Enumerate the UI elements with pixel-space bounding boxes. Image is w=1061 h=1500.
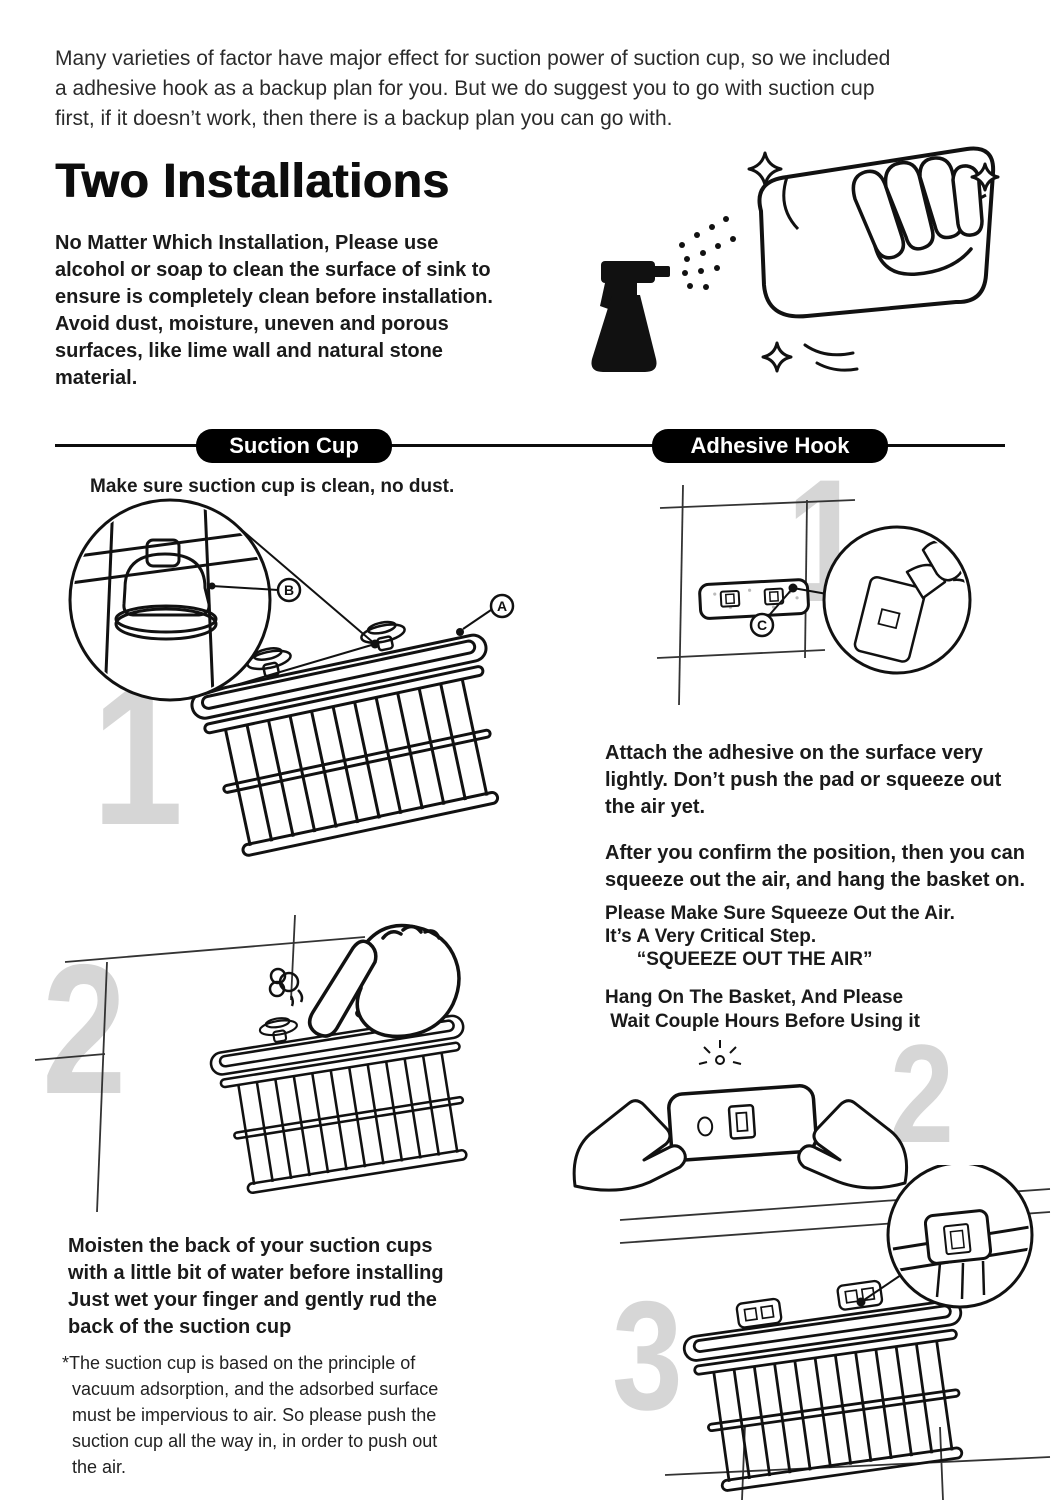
section-divider-line: [55, 444, 1005, 447]
zoom-leader-lines: [201, 530, 376, 696]
page-title: Two Installations: [55, 155, 450, 208]
adhesive-attach-note: Attach the adhesive on the surface very …: [605, 742, 1002, 818]
callout-target-dot: [856, 1297, 866, 1307]
squeeze-left-hand-icon: [572, 1099, 687, 1192]
callout-c-label: C: [749, 612, 775, 638]
callout-target-dot: [788, 583, 798, 593]
wall-tile-lines: [656, 484, 856, 706]
adhesive-hook-header-pill: Adhesive Hook: [652, 429, 888, 463]
adhesive-pad: [667, 1084, 818, 1162]
spray-bottle-icon: [591, 261, 670, 372]
suction-clean-tip: Make sure suction cup is clean, no dust.: [90, 476, 455, 497]
adhesive-hang-note: Hang On The Basket, And Please Wait Coup…: [605, 987, 920, 1032]
suction-step1-illustration: B A: [68, 498, 520, 862]
sparkle-icon: [747, 151, 1000, 373]
svg-text:C: C: [757, 617, 767, 633]
adhesive-step3-illustration: [619, 1165, 1051, 1500]
spray-mist-dots: [679, 216, 736, 290]
step-number-adhesive-3: 3: [612, 1269, 683, 1442]
intro-paragraph: Many varieties of factor have major effe…: [55, 47, 891, 130]
suction-cup-zoom: [73, 503, 267, 697]
callout-a-label: A: [456, 593, 515, 636]
callout-b-label: B: [208, 577, 302, 603]
step-number-suction-2: 2: [42, 927, 127, 1133]
press-hand-icon: [307, 923, 461, 1039]
wipe-hand-icon: [851, 156, 984, 276]
hook-detail-zoom: [892, 1209, 1029, 1300]
suction-step2-illustration: [35, 914, 486, 1213]
adhesive-step1-illustration: C: [656, 484, 972, 706]
svg-text:A: A: [497, 598, 507, 614]
adhesive-confirm-note: After you confirm the position, then you…: [605, 842, 1026, 891]
moisten-note: Moisten the back of your suction cups wi…: [68, 1235, 444, 1338]
motion-lines: [803, 343, 859, 372]
peel-hand-icon: [853, 540, 967, 663]
suction-cup-header-pill: Suction Cup: [196, 429, 392, 463]
squeeze-right-hand-icon: [797, 1099, 909, 1190]
zoom-detail-circle: [68, 498, 272, 702]
adhesive-strip: [698, 578, 810, 620]
air-puff-icon: [268, 967, 304, 1007]
squeeze-burst-icon: [698, 1040, 742, 1065]
prep-note: No Matter Which Installation, Please use…: [55, 232, 493, 389]
adhesive-squeeze-note: Please Make Sure Squeeze Out the Air. It…: [605, 903, 955, 970]
svg-text:B: B: [284, 582, 294, 598]
wall-tile-lines: [35, 914, 366, 1213]
suction-footnote: *The suction cup is based on the princip…: [62, 1353, 439, 1477]
hook-slots: [719, 587, 785, 608]
adhesive-step2-illustration: [572, 1040, 909, 1192]
clean-surface-illustration: [591, 146, 1000, 373]
callout-target-dot: [370, 639, 380, 649]
